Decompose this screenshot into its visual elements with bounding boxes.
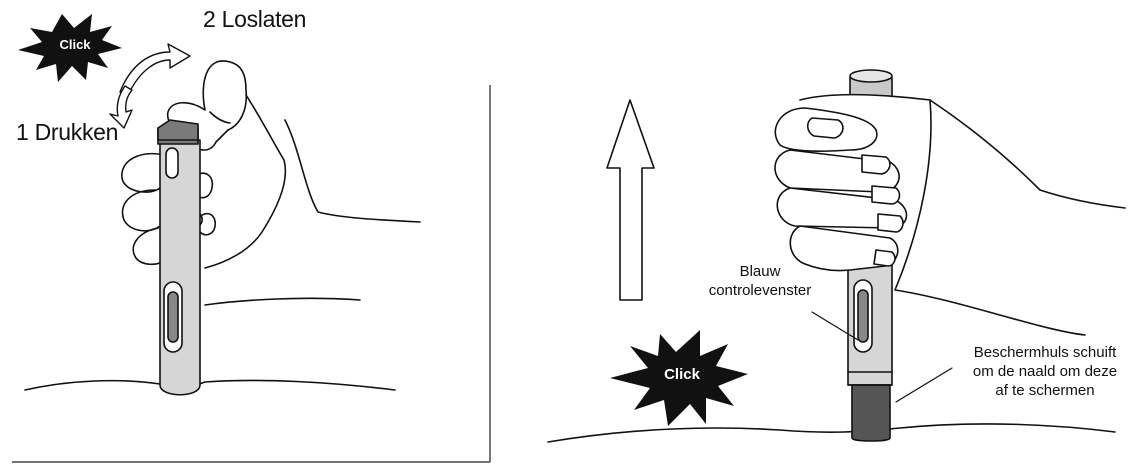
click-label-left: Click xyxy=(59,37,91,52)
sleeve-label-line3: af te schermen xyxy=(995,382,1095,399)
click-label-right: Click xyxy=(664,366,700,383)
left-panel xyxy=(18,14,421,396)
skin-surface-right xyxy=(547,423,1116,443)
release-label: 2 Loslaten xyxy=(203,6,307,32)
withdraw-arrow xyxy=(606,99,655,301)
window-label: Blauw controlevenster xyxy=(700,262,820,300)
right-panel xyxy=(547,69,1126,443)
fingers-left xyxy=(121,153,166,193)
pen-body-left xyxy=(159,139,201,396)
press-arrow xyxy=(109,85,133,129)
window-label-line2: controlevenster xyxy=(708,282,812,299)
window-leader-line xyxy=(811,311,859,341)
click-burst-left xyxy=(18,14,122,82)
sleeve-label-line2: om de naald om deze xyxy=(972,363,1118,380)
window-label-line1: Blauw xyxy=(739,263,781,280)
hand-right xyxy=(799,93,1126,209)
click-burst-right xyxy=(610,330,748,426)
press-label: 1 Drukken xyxy=(16,119,119,145)
sleeve-label: Beschermhuls schuift om de naald om deze… xyxy=(955,343,1135,400)
needle-shield xyxy=(851,384,891,442)
skin-surface-left xyxy=(24,379,396,391)
sleeve-leader-line xyxy=(895,367,953,403)
release-arrow xyxy=(119,43,191,96)
sleeve-label-line1: Beschermhuls schuift xyxy=(973,344,1117,361)
forearm-left xyxy=(284,119,421,223)
